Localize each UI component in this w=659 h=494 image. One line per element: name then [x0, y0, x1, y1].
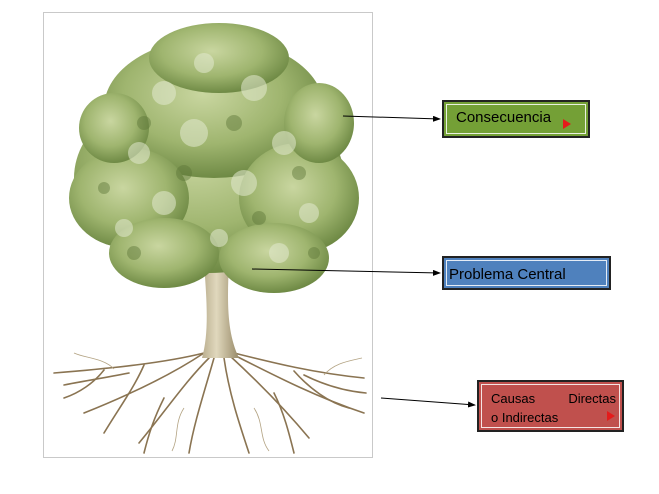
- arrow-to-problema-central: [251, 268, 441, 276]
- tree-drawing: [53, 23, 367, 454]
- causas-label-word2: Directas: [568, 391, 616, 406]
- consecuencia-box: Consecuencia: [442, 100, 590, 138]
- problema-central-box: Problema Central: [442, 256, 611, 290]
- problema-central-label: Problema Central: [449, 266, 566, 283]
- arrow-to-causas: [380, 397, 476, 408]
- roots: [53, 352, 367, 454]
- tree-illustration: [43, 12, 373, 458]
- causas-box: Causas Directas o Indirectas: [477, 380, 624, 432]
- arrow-to-consecuencia: [342, 115, 441, 122]
- consecuencia-label: Consecuencia: [456, 109, 552, 126]
- red-triangle-icon: [607, 411, 615, 421]
- red-triangle-icon: [563, 119, 571, 129]
- causas-label-line2: o Indirectas: [491, 410, 559, 425]
- causas-label-word1: Causas: [491, 391, 536, 406]
